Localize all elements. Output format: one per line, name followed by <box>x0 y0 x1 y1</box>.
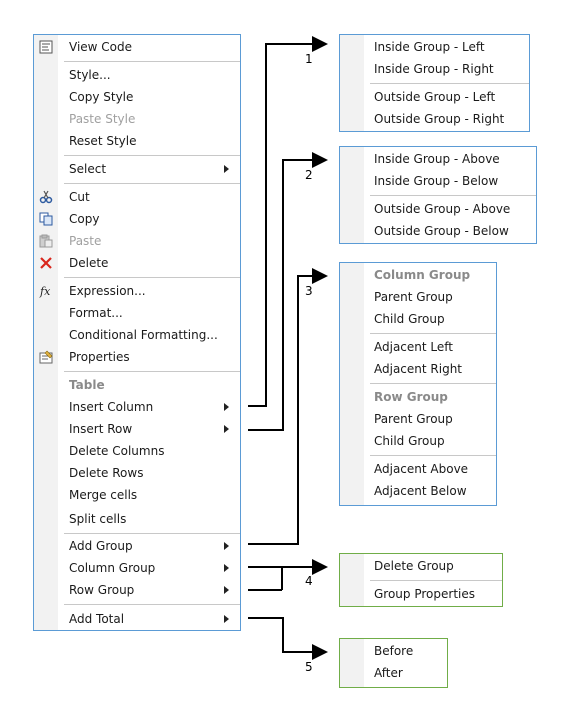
menu-item-paste-style[interactable]: Paste Style <box>69 112 136 126</box>
menu-item-delete-rows[interactable]: Delete Rows <box>69 466 144 480</box>
menu-item-select[interactable]: Select <box>34 159 240 179</box>
menu-item-merge-cells[interactable]: Merge cells <box>69 488 138 502</box>
submenu-item-inside-group-below[interactable]: Inside Group - Below <box>374 174 499 188</box>
submenu-item-before[interactable]: Before <box>374 644 414 658</box>
submenu-item-inside-group-left[interactable]: Inside Group - Left <box>374 40 485 54</box>
menu-item-conditional-formatting[interactable]: Conditional Formatting... <box>69 328 218 342</box>
connector-5 <box>248 617 328 660</box>
menu-item-insert-row[interactable]: Insert Row <box>34 419 240 439</box>
menu-item-copy-style[interactable]: Copy Style <box>69 90 134 104</box>
menu-item-add-group[interactable]: Add Group <box>34 536 240 556</box>
menu-item-properties[interactable]: Properties <box>34 347 240 367</box>
separator <box>64 277 240 278</box>
connector-4 <box>248 566 326 591</box>
menu-item-format[interactable]: Format... <box>69 306 123 320</box>
submenu-group-actions: Delete Group Group Properties <box>339 553 503 607</box>
submenu-item-inside-group-right[interactable]: Inside Group - Right <box>374 62 494 76</box>
menu-item-expression[interactable]: fx Expression... <box>39 284 146 298</box>
submenu-arrow-icon <box>224 542 229 550</box>
submenu-arrow-icon <box>224 165 229 173</box>
submenu-add-group: Column Group Parent Group Child Group Ad… <box>339 262 497 506</box>
paste-icon <box>39 234 53 248</box>
submenu-item-outside-group-above[interactable]: Outside Group - Above <box>374 202 511 216</box>
connector-3 <box>248 268 328 545</box>
menu-item-row-group[interactable]: Row Group <box>34 580 240 600</box>
separator <box>370 580 502 581</box>
submenu-item-child-group[interactable]: Child Group <box>374 312 445 326</box>
submenu-item-child-group[interactable]: Child Group <box>374 434 445 448</box>
delete-icon <box>40 257 52 269</box>
separator <box>370 333 496 334</box>
separator <box>64 61 240 62</box>
copy-icon <box>39 212 53 226</box>
separator <box>64 604 240 605</box>
submenu-item-outside-group-left[interactable]: Outside Group - Left <box>374 90 496 104</box>
submenu-insert-column: Inside Group - Left Inside Group - Right… <box>339 34 530 132</box>
menu-item-copy[interactable]: Copy <box>34 209 240 229</box>
separator <box>64 371 240 372</box>
submenu-item-group-properties[interactable]: Group Properties <box>374 587 475 601</box>
menu-item-delete-columns[interactable]: Delete Columns <box>69 444 165 458</box>
connector-1 <box>248 36 328 407</box>
submenu-item-inside-group-above[interactable]: Inside Group - Above <box>374 152 500 166</box>
submenu-item-adjacent-below[interactable]: Adjacent Below <box>374 484 467 498</box>
menu-item-insert-column[interactable]: Insert Column <box>34 397 240 417</box>
submenu-item-adjacent-above[interactable]: Adjacent Above <box>374 462 469 476</box>
submenu-item-parent-group[interactable]: Parent Group <box>374 290 453 304</box>
separator <box>64 183 240 184</box>
cut-icon <box>39 190 53 204</box>
callout-label-5: 5 <box>305 660 313 674</box>
submenu-item-adjacent-left[interactable]: Adjacent Left <box>374 340 453 354</box>
separator <box>370 383 496 384</box>
callout-label-1: 1 <box>305 52 313 66</box>
separator <box>370 83 529 84</box>
connector-2 <box>248 152 328 431</box>
submenu-section-header-column-group: Column Group <box>374 268 471 282</box>
separator <box>64 533 240 534</box>
submenu-item-parent-group[interactable]: Parent Group <box>374 412 453 426</box>
menu-item-view-code[interactable]: View Code <box>34 37 240 57</box>
separator <box>370 195 536 196</box>
menu-item-add-total[interactable]: Add Total <box>34 609 240 629</box>
submenu-item-delete-group[interactable]: Delete Group <box>374 559 454 573</box>
submenu-item-outside-group-below[interactable]: Outside Group - Below <box>374 224 509 238</box>
menu-item-delete[interactable]: Delete <box>34 253 240 273</box>
submenu-item-adjacent-right[interactable]: Adjacent Right <box>374 362 463 376</box>
separator <box>370 455 496 456</box>
submenu-insert-row: Inside Group - Above Inside Group - Belo… <box>339 146 537 244</box>
menu-item-paste[interactable]: Paste <box>34 231 240 251</box>
menu-section-header-table: Table <box>69 378 105 392</box>
submenu-arrow-icon <box>224 403 229 411</box>
submenu-arrow-icon <box>224 586 229 594</box>
submenu-section-header-row-group: Row Group <box>374 390 448 404</box>
submenu-arrow-icon <box>224 564 229 572</box>
menu-item-column-group[interactable]: Column Group <box>34 558 240 578</box>
submenu-item-after[interactable]: After <box>374 666 403 680</box>
context-menu: View Code Style... Copy Style Paste Styl… <box>33 34 241 631</box>
submenu-add-total: Before After <box>339 638 448 688</box>
callout-label-3: 3 <box>305 284 313 298</box>
submenu-arrow-icon <box>224 425 229 433</box>
svg-text:fx: fx <box>39 285 51 298</box>
submenu-arrow-icon <box>224 615 229 623</box>
menu-item-cut[interactable]: Cut <box>34 187 240 207</box>
menu-item-style[interactable]: Style... <box>69 68 111 82</box>
function-fx-icon: fx <box>39 285 51 298</box>
separator <box>64 155 240 156</box>
view-code-icon <box>39 40 53 54</box>
properties-icon <box>39 350 53 364</box>
menu-item-split-cells[interactable]: Split cells <box>69 512 127 526</box>
submenu-item-outside-group-right[interactable]: Outside Group - Right <box>374 112 505 126</box>
callout-label-2: 2 <box>305 168 313 182</box>
callout-label-4: 4 <box>305 574 313 588</box>
menu-item-reset-style[interactable]: Reset Style <box>69 134 137 148</box>
